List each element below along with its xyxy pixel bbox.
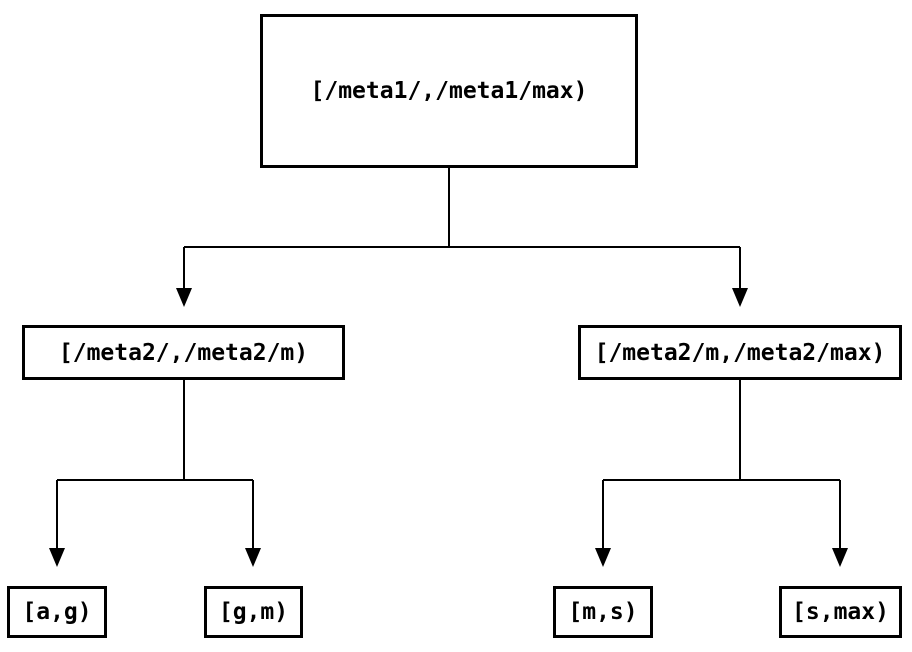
tree-leaf-gm: [g,m) xyxy=(204,586,303,638)
arrowhead-to-leaf-smax xyxy=(832,548,848,567)
arrowhead-to-leaf-ms xyxy=(595,548,611,567)
arrowhead-to-left-node xyxy=(176,288,192,307)
edge-left-children xyxy=(49,380,261,567)
tree-node-meta2-left-label: [/meta2/,/meta2/m) xyxy=(58,339,309,366)
tree-node-meta2-right-label: [/meta2/m,/meta2/max) xyxy=(594,339,886,366)
arrowhead-to-right-node xyxy=(732,288,748,307)
arrowhead-to-leaf-gm xyxy=(245,548,261,567)
arrowhead-to-leaf-ag xyxy=(49,548,65,567)
tree-node-root: [/meta1/,/meta1/max) xyxy=(260,14,638,168)
edge-right-children xyxy=(595,380,848,567)
tree-node-root-label: [/meta1/,/meta1/max) xyxy=(310,78,588,104)
tree-leaf-ag: [a,g) xyxy=(7,586,107,638)
tree-leaf-ms: [m,s) xyxy=(553,586,653,638)
tree-leaf-smax-label: [s,max) xyxy=(792,599,889,625)
tree-leaf-gm-label: [g,m) xyxy=(218,599,289,625)
tree-node-meta2-left: [/meta2/,/meta2/m) xyxy=(22,325,345,380)
tree-leaf-ag-label: [a,g) xyxy=(22,599,92,625)
tree-leaf-ms-label: [m,s) xyxy=(568,599,638,625)
edge-root-children xyxy=(176,168,748,307)
tree-node-meta2-right: [/meta2/m,/meta2/max) xyxy=(578,325,902,380)
tree-leaf-smax: [s,max) xyxy=(779,586,902,638)
